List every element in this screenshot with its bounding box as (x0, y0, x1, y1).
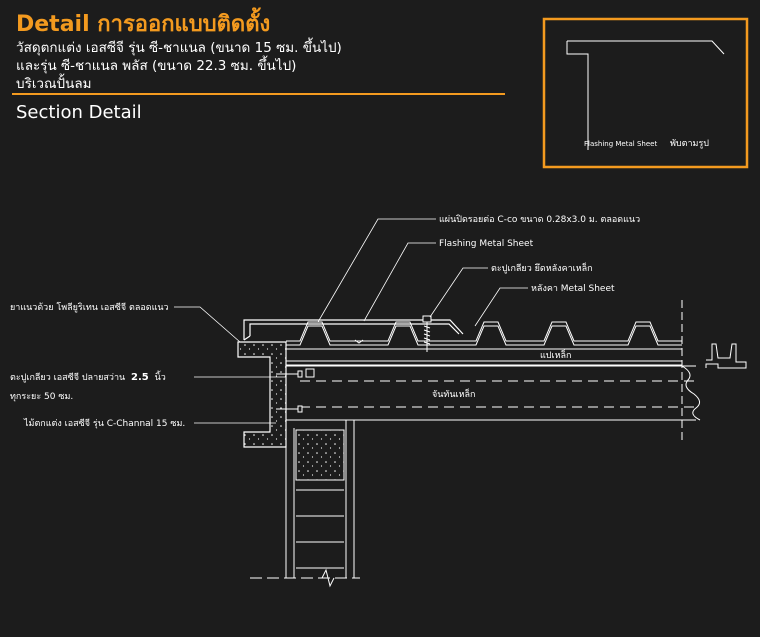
label-flashing: Flashing Metal Sheet (439, 239, 534, 249)
inset-label-en: Flashing Metal Sheet (584, 140, 657, 148)
c-channel-screw-icon (276, 368, 315, 413)
label-sealant: ยาแนวด้วย โพลียูริเทน เอสซีจี ตลอดแนว (10, 302, 169, 313)
flashing-metal-sheet (243, 319, 464, 341)
page-title: Detail การออกแบบติดตั้ง (16, 12, 271, 37)
label-c-channel: ไม้ตกแต่ง เอสซีจี รุ่น C-Channal 15 ซม. (23, 418, 185, 429)
leader-lines (174, 218, 528, 424)
column-wall (250, 420, 360, 588)
purlin-profile-icon (705, 343, 747, 369)
title-divider (12, 93, 505, 95)
steel-rafter (286, 365, 701, 421)
section-heading: Section Detail (16, 102, 142, 123)
subtitle-line-1: วัสดุตกแต่ง เอสซีจี รุ่น ซี-ชาแนล (ขนาด … (16, 40, 342, 56)
inset-detail: Flashing Metal Sheet พับตามรูป (542, 17, 749, 169)
roof-screw-icon (422, 315, 432, 352)
subtitle-line-3: บริเวณปั้นลม (16, 76, 92, 92)
steel-purlin (286, 348, 682, 366)
label-purlin: แปเหล็ก (540, 348, 572, 361)
label-roof-sheet: หลังคา Metal Sheet (531, 284, 615, 294)
label-roof-screw: ตะปูเกลียว ยึดหลังคาเหล็ก (491, 261, 593, 274)
label-rafter: จันทันเหล็ก (432, 387, 475, 400)
label-screw-b: ทุกระยะ 50 ซม. (10, 392, 73, 402)
inset-label-th: พับตามรูป (670, 139, 709, 149)
subtitle-line-2: และรุ่น ซี-ชาแนล พลัส (ขนาด 22.3 ซม. ขึ้… (16, 58, 297, 74)
c-channel-trim (237, 341, 287, 448)
roof-metal-sheet (286, 321, 682, 346)
label-cco-plate: แผ่นปิดรอยต่อ C-co ขนาด 0.28x3.0 ม. ตลอด… (439, 214, 640, 225)
label-screw-a: ตะปูเกลียว เอสซีจี ปลายสว่าน 2.5 นิ้ว (10, 370, 166, 383)
